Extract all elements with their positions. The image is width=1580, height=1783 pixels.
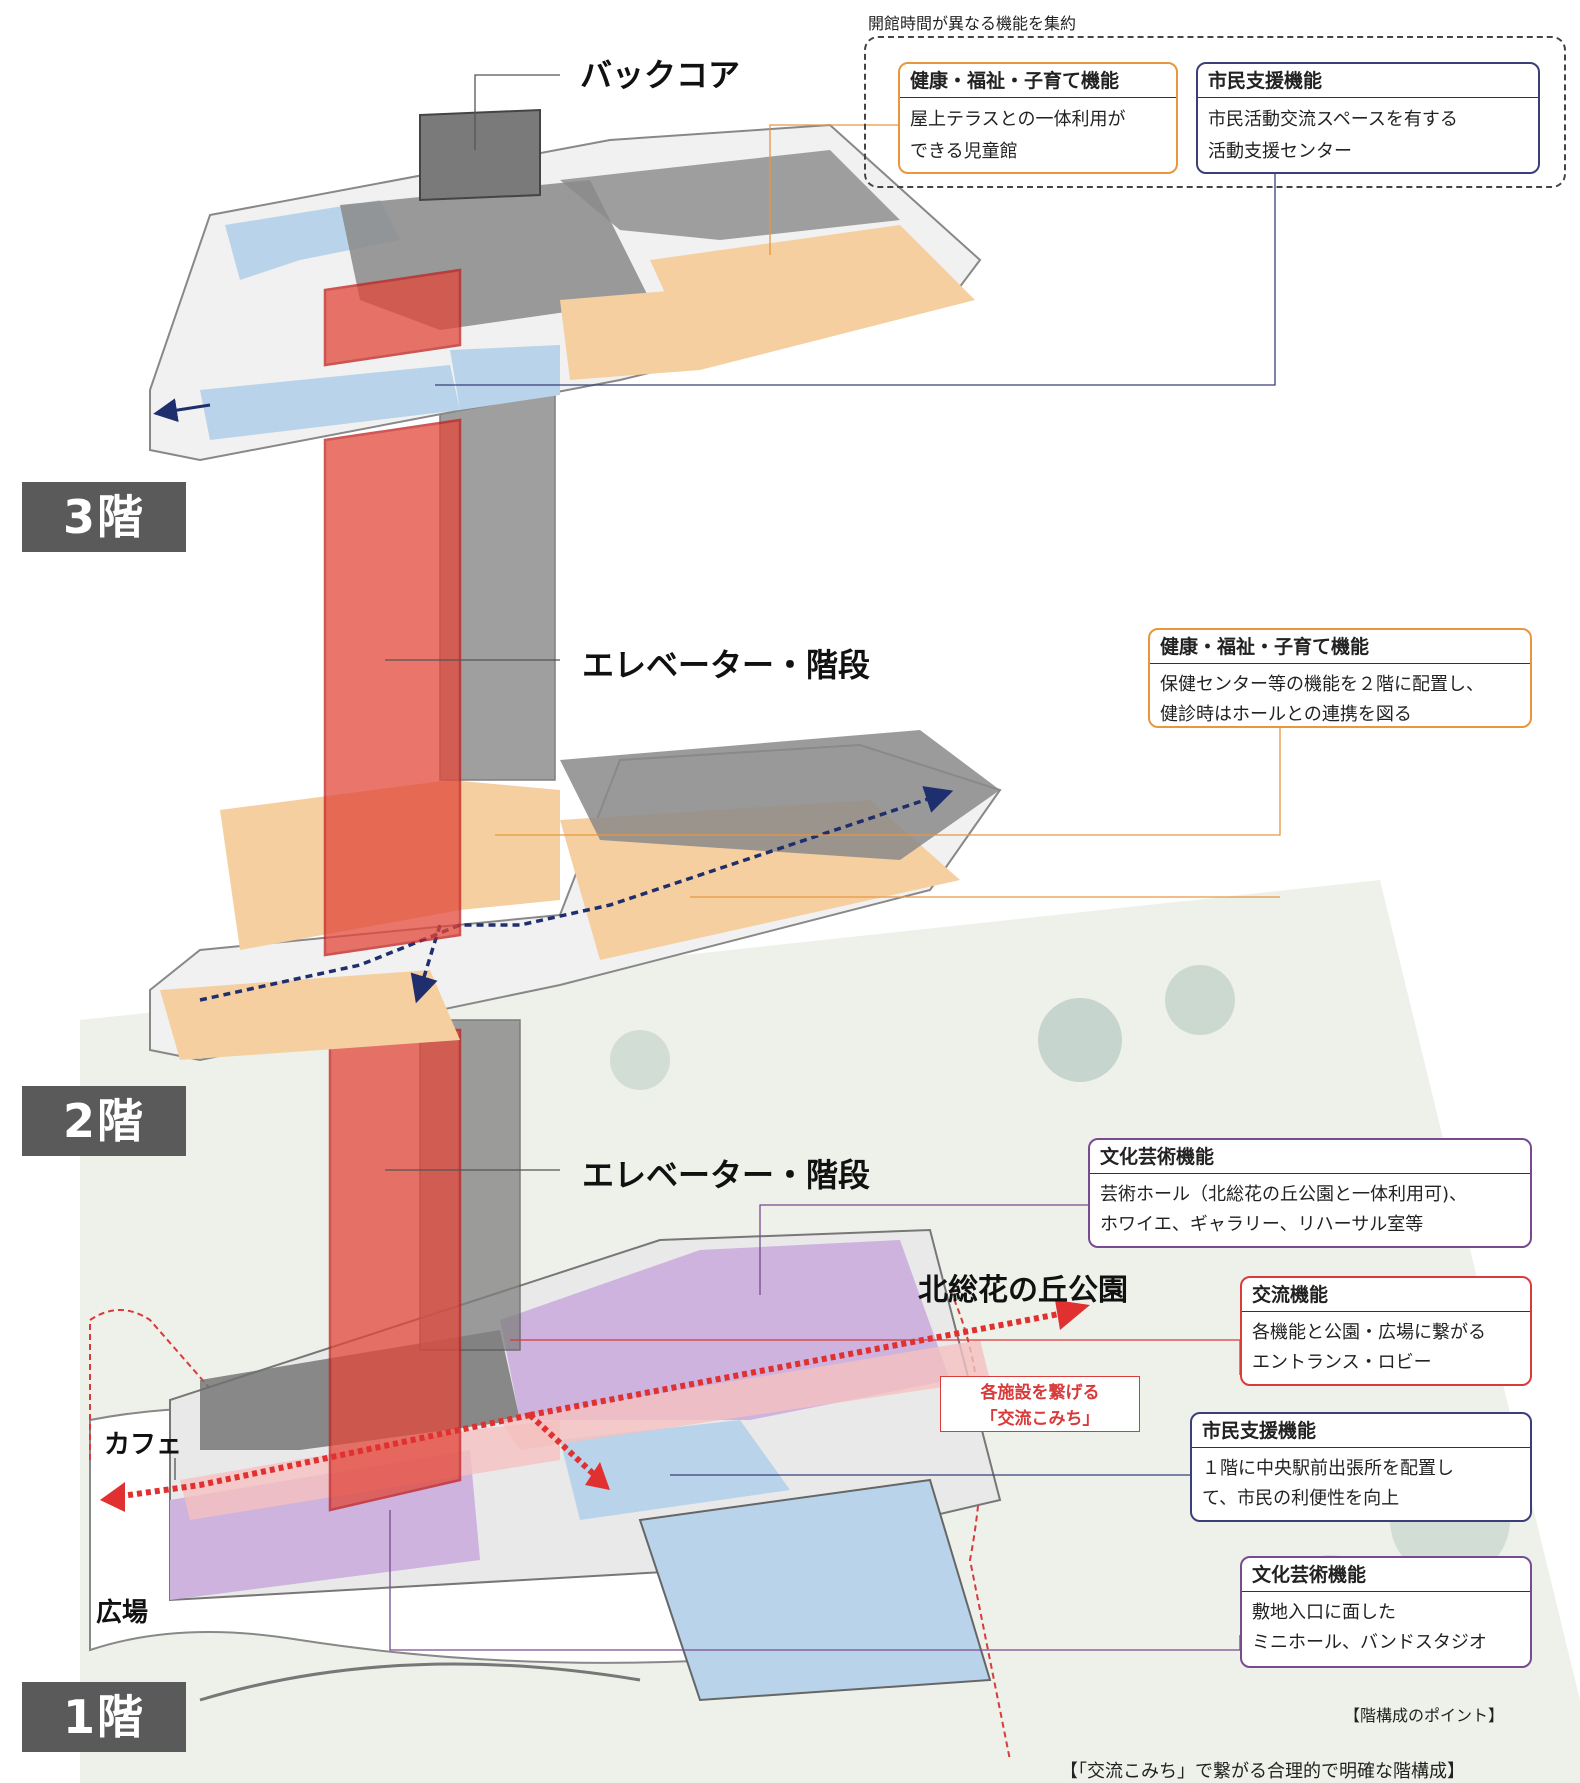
box-2f-health-welfare-head: 健康・福祉・子育て機能 — [1150, 630, 1530, 664]
box-3f-health-welfare: 健康・福祉・子育て機能 屋上テラスとの一体利用が できる児童館 — [898, 62, 1178, 174]
komichi-label: 各施設を繋げる 「交流こみち」 — [940, 1376, 1140, 1432]
box-1f-exchange-head: 交流機能 — [1242, 1278, 1530, 1312]
label-cafe: カフェ — [104, 1430, 183, 1460]
label-elevator-stairs-lower: エレベーター・階段 — [582, 1156, 871, 1194]
komichi-label-line2: 「交流こみち」 — [980, 1409, 1100, 1429]
label-plaza: 広場 — [96, 1598, 149, 1628]
box-1f-mini-hall-head: 文化芸術機能 — [1242, 1558, 1530, 1592]
box-1f-mini-hall-body: 敷地入口に面した ミニホール、バンドスタジオ — [1252, 1602, 1487, 1653]
grouping-frame — [864, 36, 1566, 188]
box-3f-health-welfare-body: 屋上テラスとの一体利用が できる児童館 — [910, 109, 1126, 162]
floor-label-2: 2階 — [22, 1086, 186, 1156]
top-note: 開館時間が異なる機能を集約 — [868, 14, 1077, 33]
elevator-shaft-upper — [323, 359, 556, 957]
box-1f-mini-hall: 文化芸術機能 敷地入口に面した ミニホール、バンドスタジオ — [1240, 1556, 1532, 1668]
box-3f-health-welfare-head: 健康・福祉・子育て機能 — [900, 64, 1176, 98]
floor-label-1: 1階 — [22, 1682, 186, 1752]
label-elevator-stairs-upper: エレベーター・階段 — [582, 646, 871, 684]
box-3f-civic-support-head: 市民支援機能 — [1198, 64, 1538, 98]
box-1f-arts-hall: 文化芸術機能 芸術ホール（北総花の丘公園と一体利用可)、 ホワイエ、ギャラリー、… — [1088, 1138, 1532, 1248]
box-1f-exchange-body: 各機能と公園・広場に繋がる エントランス・ロビー — [1252, 1322, 1486, 1373]
caption-small: 【階構成のポイント】 — [1344, 1706, 1505, 1725]
box-1f-exchange: 交流機能 各機能と公園・広場に繋がる エントランス・ロビー — [1240, 1276, 1532, 1386]
box-1f-civic-support: 市民支援機能 １階に中央駅前出張所を配置し て、市民の利便性を向上 — [1190, 1412, 1532, 1522]
label-back-core: バックコア — [580, 56, 741, 94]
floor-3-plate — [149, 108, 982, 462]
box-1f-arts-hall-head: 文化芸術機能 — [1090, 1140, 1530, 1174]
box-1f-civic-support-head: 市民支援機能 — [1192, 1414, 1530, 1448]
komichi-route — [100, 1300, 1090, 1512]
caption-main: 【「交流こみち」で繋がる合理的で明確な階構成】 — [1060, 1761, 1465, 1782]
box-2f-health-welfare: 健康・福祉・子育て機能 保健センター等の機能を２階に配置し、 健診時はホールとの… — [1148, 628, 1532, 728]
box-2f-health-welfare-body: 保健センター等の機能を２階に配置し、 健診時はホールとの連携を図る — [1160, 674, 1484, 725]
box-1f-arts-hall-body: 芸術ホール（北総花の丘公園と一体利用可)、 ホワイエ、ギャラリー、リハーサル室等 — [1100, 1184, 1468, 1235]
floor-2-plate — [149, 730, 1002, 1062]
komichi-label-line1: 各施設を繋げる — [980, 1383, 1100, 1403]
elevator-shaft-lower — [328, 1019, 521, 1512]
box-3f-civic-support-body: 市民活動交流スペースを有する 活動支援センター — [1208, 109, 1458, 162]
box-1f-civic-support-body: １階に中央駅前出張所を配置し て、市民の利便性を向上 — [1202, 1458, 1454, 1509]
box-3f-civic-support: 市民支援機能 市民活動交流スペースを有する 活動支援センター — [1196, 62, 1540, 174]
floor-label-3: 3階 — [22, 482, 186, 552]
label-park: 北総花の丘公園 — [918, 1273, 1128, 1308]
